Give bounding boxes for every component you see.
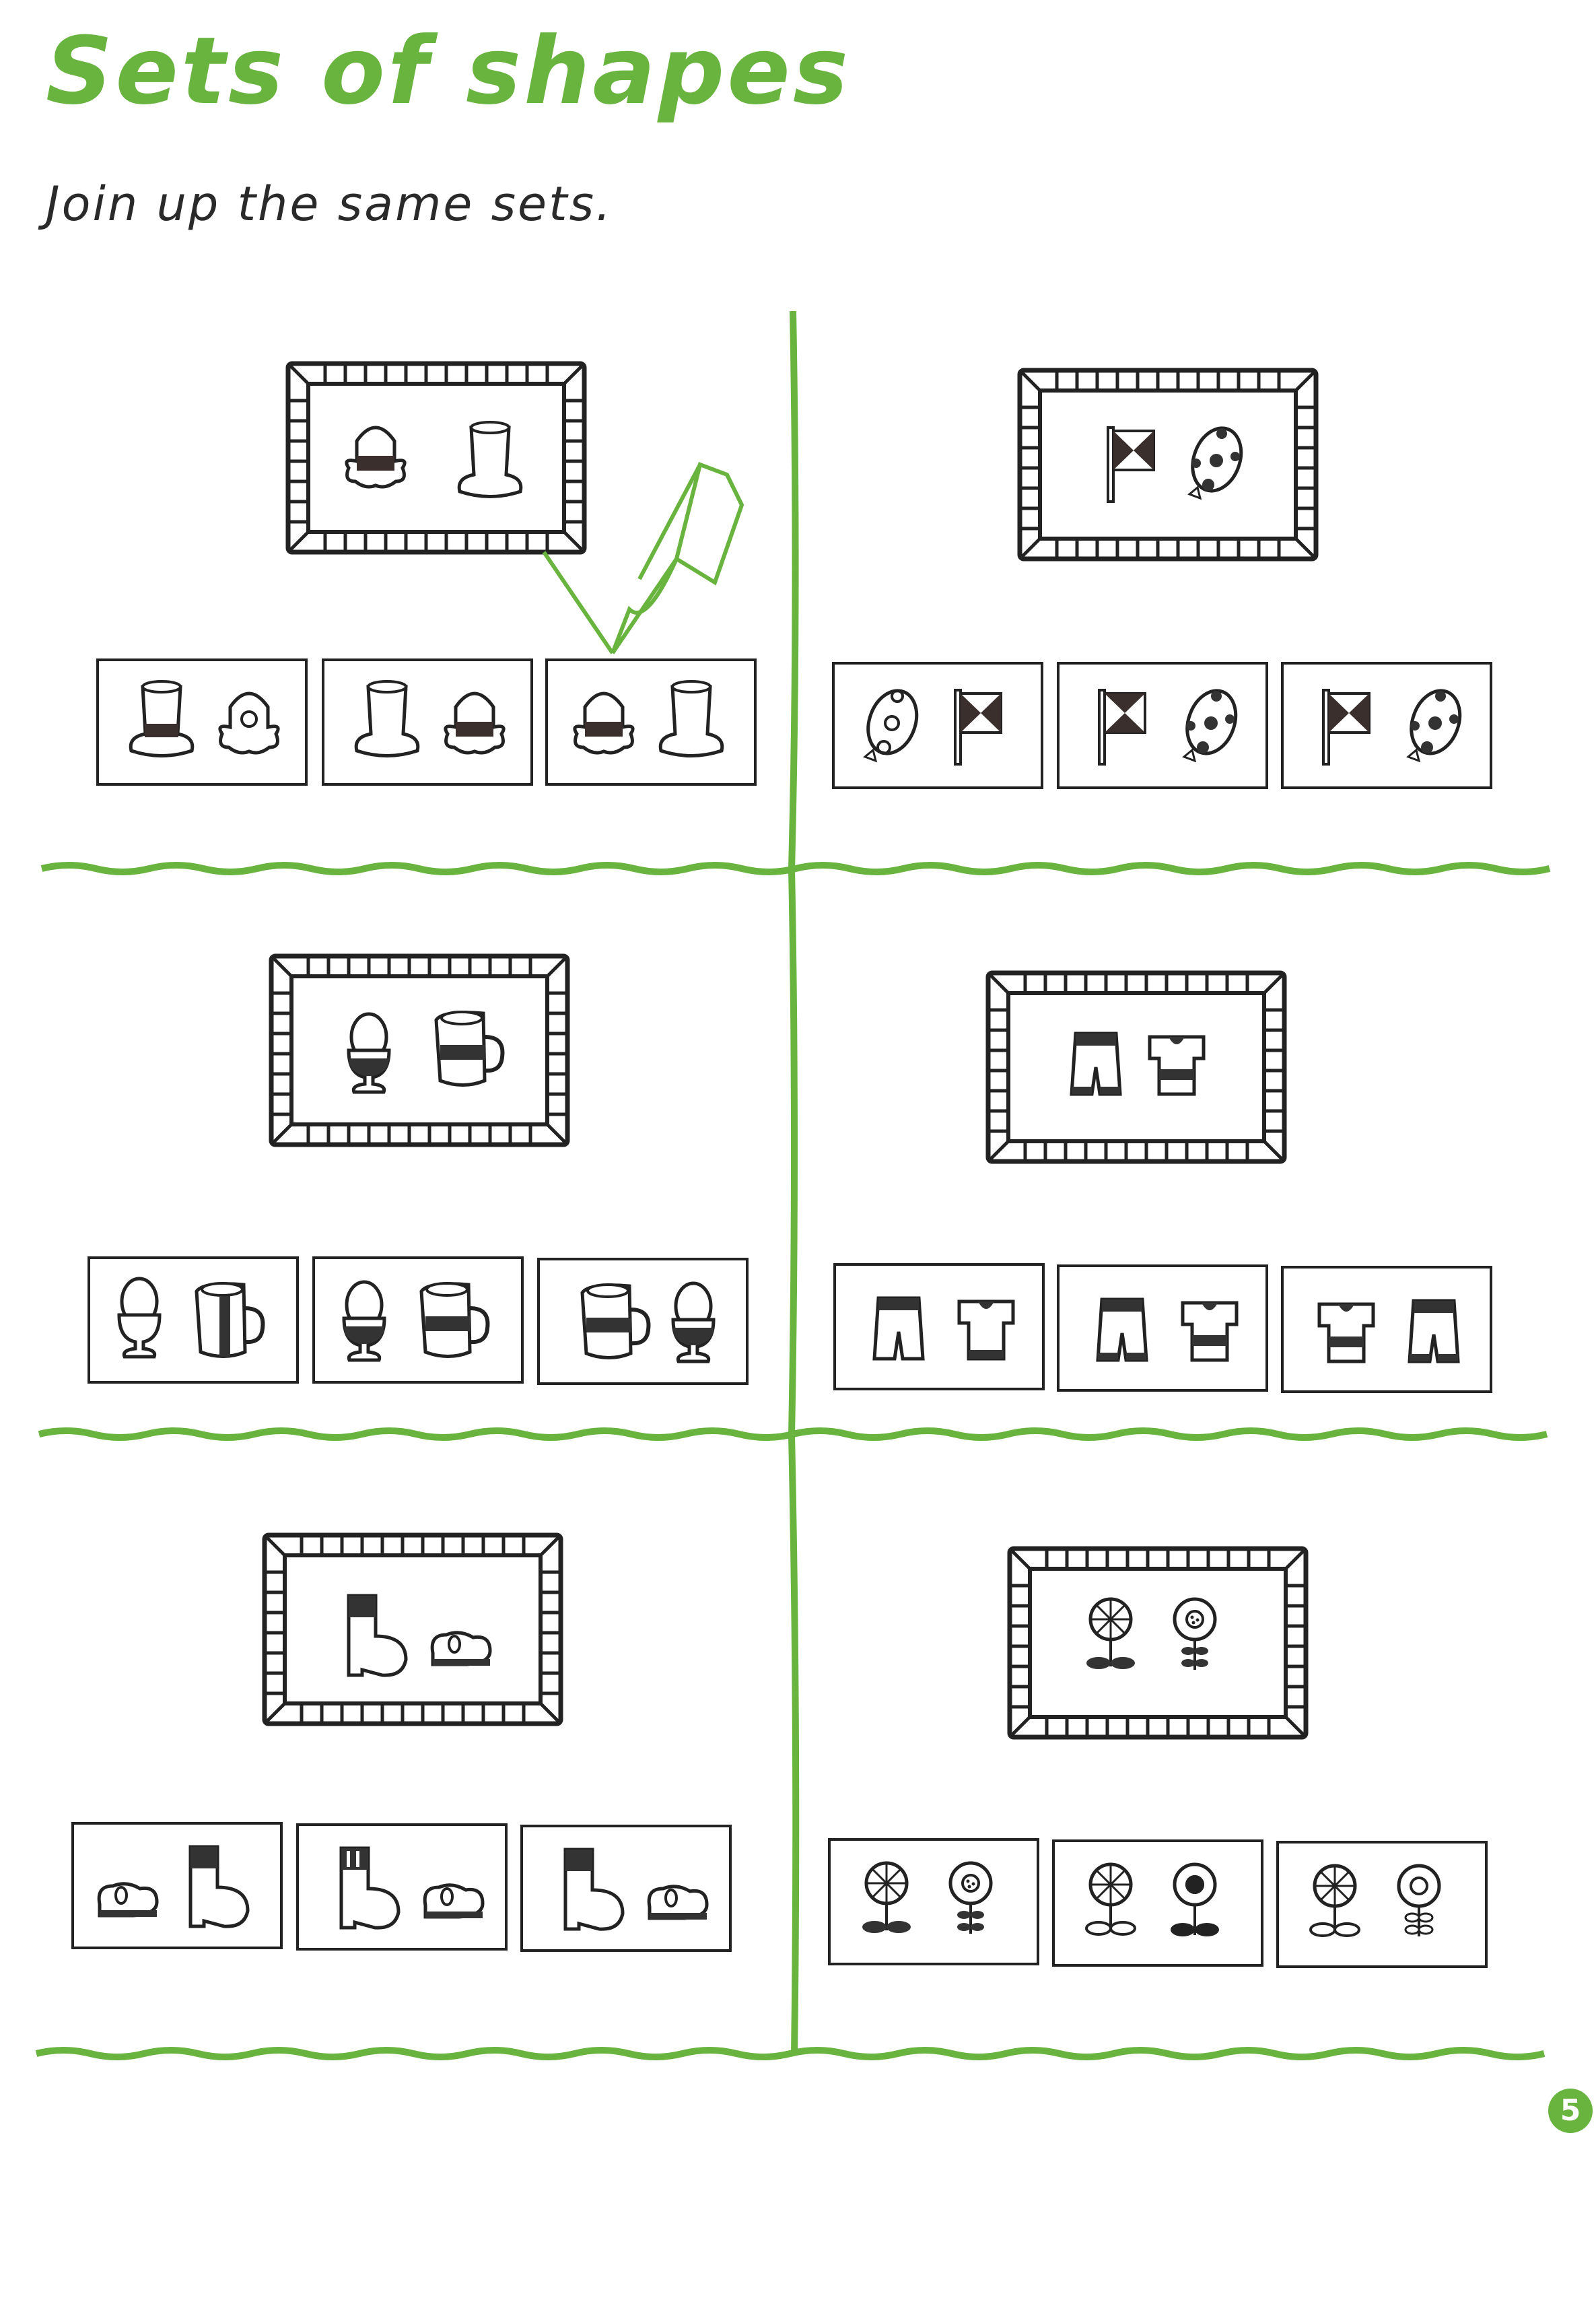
horizontal-divider-3 [35,2047,1546,2060]
vertical-divider [788,310,800,2056]
option-flowers-2[interactable] [1052,1839,1263,1967]
option-flags-3[interactable] [1281,662,1492,789]
target-set-boots[interactable] [265,1535,561,1724]
option-flags-2[interactable] [1057,662,1268,789]
panel-flags-balloons [832,370,1492,789]
option-clothes-3[interactable] [1281,1266,1492,1393]
option-clothes-2[interactable] [1057,1264,1268,1392]
option-eggcups-1[interactable] [88,1256,299,1384]
panel-clothes [833,973,1492,1393]
target-set-eggcups[interactable] [271,956,567,1145]
option-flowers-3[interactable] [1276,1841,1488,1968]
pencil-icon [542,462,744,654]
target-set-clothes[interactable] [988,973,1284,1161]
option-eggcups-3[interactable] [537,1258,749,1385]
page-title: Sets of shapes [46,17,852,125]
instruction-text: Join up the same sets. [46,176,613,232]
horizontal-divider-1 [40,862,1551,875]
option-clothes-1[interactable] [833,1263,1045,1390]
page-number-badge: 5 [1548,2089,1593,2133]
option-hats-2[interactable] [322,658,533,786]
target-set-hats[interactable] [288,364,584,552]
option-boots-2[interactable] [296,1823,508,1951]
panel-flowers [828,1549,1488,1968]
divider-lines [35,310,1551,2060]
target-set-flags[interactable] [1020,370,1316,559]
panel-boots-shoes [71,1535,732,1952]
panel-hats [96,364,757,786]
horizontal-divider-2 [38,1427,1548,1441]
option-flowers-1[interactable] [828,1838,1039,1965]
option-boots-1[interactable] [71,1822,283,1949]
option-eggcups-2[interactable] [312,1256,524,1384]
target-set-flowers[interactable] [1010,1549,1306,1737]
panel-eggcups-jugs [88,956,749,1385]
option-hats-3[interactable] [545,658,757,786]
option-hats-1[interactable] [96,658,308,786]
option-boots-3[interactable] [520,1825,732,1952]
option-flags-1[interactable] [832,662,1043,789]
